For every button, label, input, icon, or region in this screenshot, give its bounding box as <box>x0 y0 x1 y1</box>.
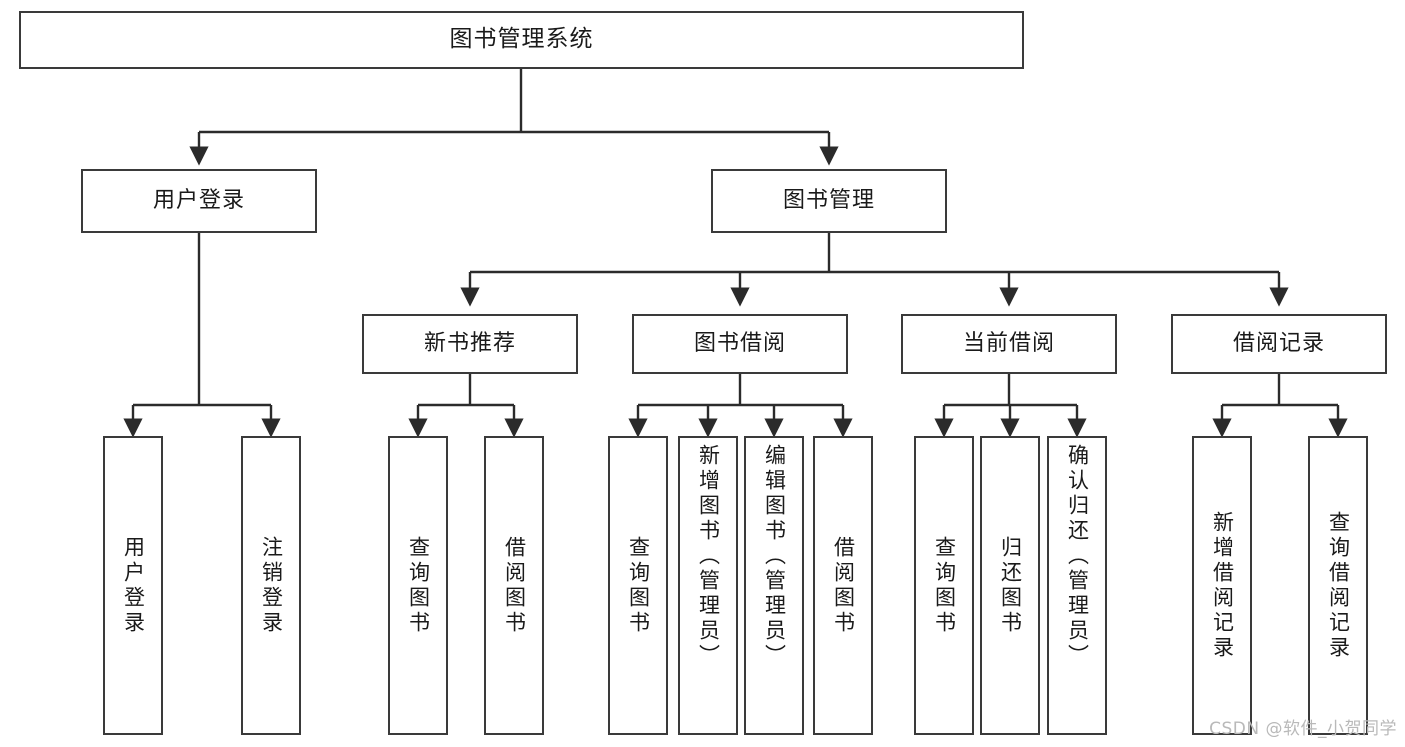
node-borrow-record-label: 借阅记录 <box>1232 330 1325 356</box>
node-leaf-borrow-book-2-label: 借阅图书 <box>831 535 856 636</box>
node-book-borrow[interactable]: 图书借阅 <box>632 314 848 374</box>
node-leaf-query-record-label: 查询借阅记录 <box>1326 510 1351 661</box>
node-leaf-query-record[interactable]: 查询借阅记录 <box>1308 436 1368 735</box>
node-book-borrow-label: 图书借阅 <box>693 330 786 356</box>
node-leaf-add-book[interactable]: 新增图书（管理员） <box>678 436 738 735</box>
node-leaf-user-login[interactable]: 用户登录 <box>103 436 163 735</box>
watermark: CSDN @软件_小贺同学 <box>1209 719 1397 739</box>
node-leaf-query-book-1[interactable]: 查询图书 <box>388 436 448 735</box>
node-user-login[interactable]: 用户登录 <box>81 169 317 233</box>
node-root[interactable]: 图书管理系统 <box>19 11 1024 69</box>
node-leaf-borrow-book-2[interactable]: 借阅图书 <box>813 436 873 735</box>
node-leaf-logout-label: 注销登录 <box>259 535 284 636</box>
node-current-borrow-label: 当前借阅 <box>962 330 1055 356</box>
node-leaf-query-book-2-label: 查询图书 <box>626 535 651 636</box>
node-leaf-add-record-label: 新增借阅记录 <box>1210 510 1235 661</box>
node-current-borrow[interactable]: 当前借阅 <box>901 314 1117 374</box>
node-root-label: 图书管理系统 <box>449 26 594 53</box>
node-book-manage[interactable]: 图书管理 <box>711 169 947 233</box>
node-leaf-query-book-2[interactable]: 查询图书 <box>608 436 668 735</box>
node-leaf-add-book-label: 新增图书（管理员） <box>696 444 721 669</box>
node-leaf-borrow-book-1[interactable]: 借阅图书 <box>484 436 544 735</box>
node-new-book-recommend-label: 新书推荐 <box>423 330 516 356</box>
node-leaf-query-book-1-label: 查询图书 <box>406 535 431 636</box>
node-book-manage-label: 图书管理 <box>782 187 875 213</box>
node-leaf-confirm-return[interactable]: 确认归还（管理员） <box>1047 436 1107 735</box>
node-leaf-return-book[interactable]: 归还图书 <box>980 436 1040 735</box>
node-leaf-confirm-return-label: 确认归还（管理员） <box>1065 444 1090 669</box>
node-leaf-return-book-label: 归还图书 <box>998 535 1023 636</box>
node-leaf-user-login-label: 用户登录 <box>121 535 146 636</box>
node-user-login-label: 用户登录 <box>152 187 245 213</box>
node-leaf-logout[interactable]: 注销登录 <box>241 436 301 735</box>
node-new-book-recommend[interactable]: 新书推荐 <box>362 314 578 374</box>
node-leaf-add-record[interactable]: 新增借阅记录 <box>1192 436 1252 735</box>
node-leaf-query-book-3[interactable]: 查询图书 <box>914 436 974 735</box>
node-leaf-query-book-3-label: 查询图书 <box>932 535 957 636</box>
node-leaf-edit-book[interactable]: 编辑图书（管理员） <box>744 436 804 735</box>
node-leaf-borrow-book-1-label: 借阅图书 <box>502 535 527 636</box>
node-leaf-edit-book-label: 编辑图书（管理员） <box>762 444 787 669</box>
node-borrow-record[interactable]: 借阅记录 <box>1171 314 1387 374</box>
